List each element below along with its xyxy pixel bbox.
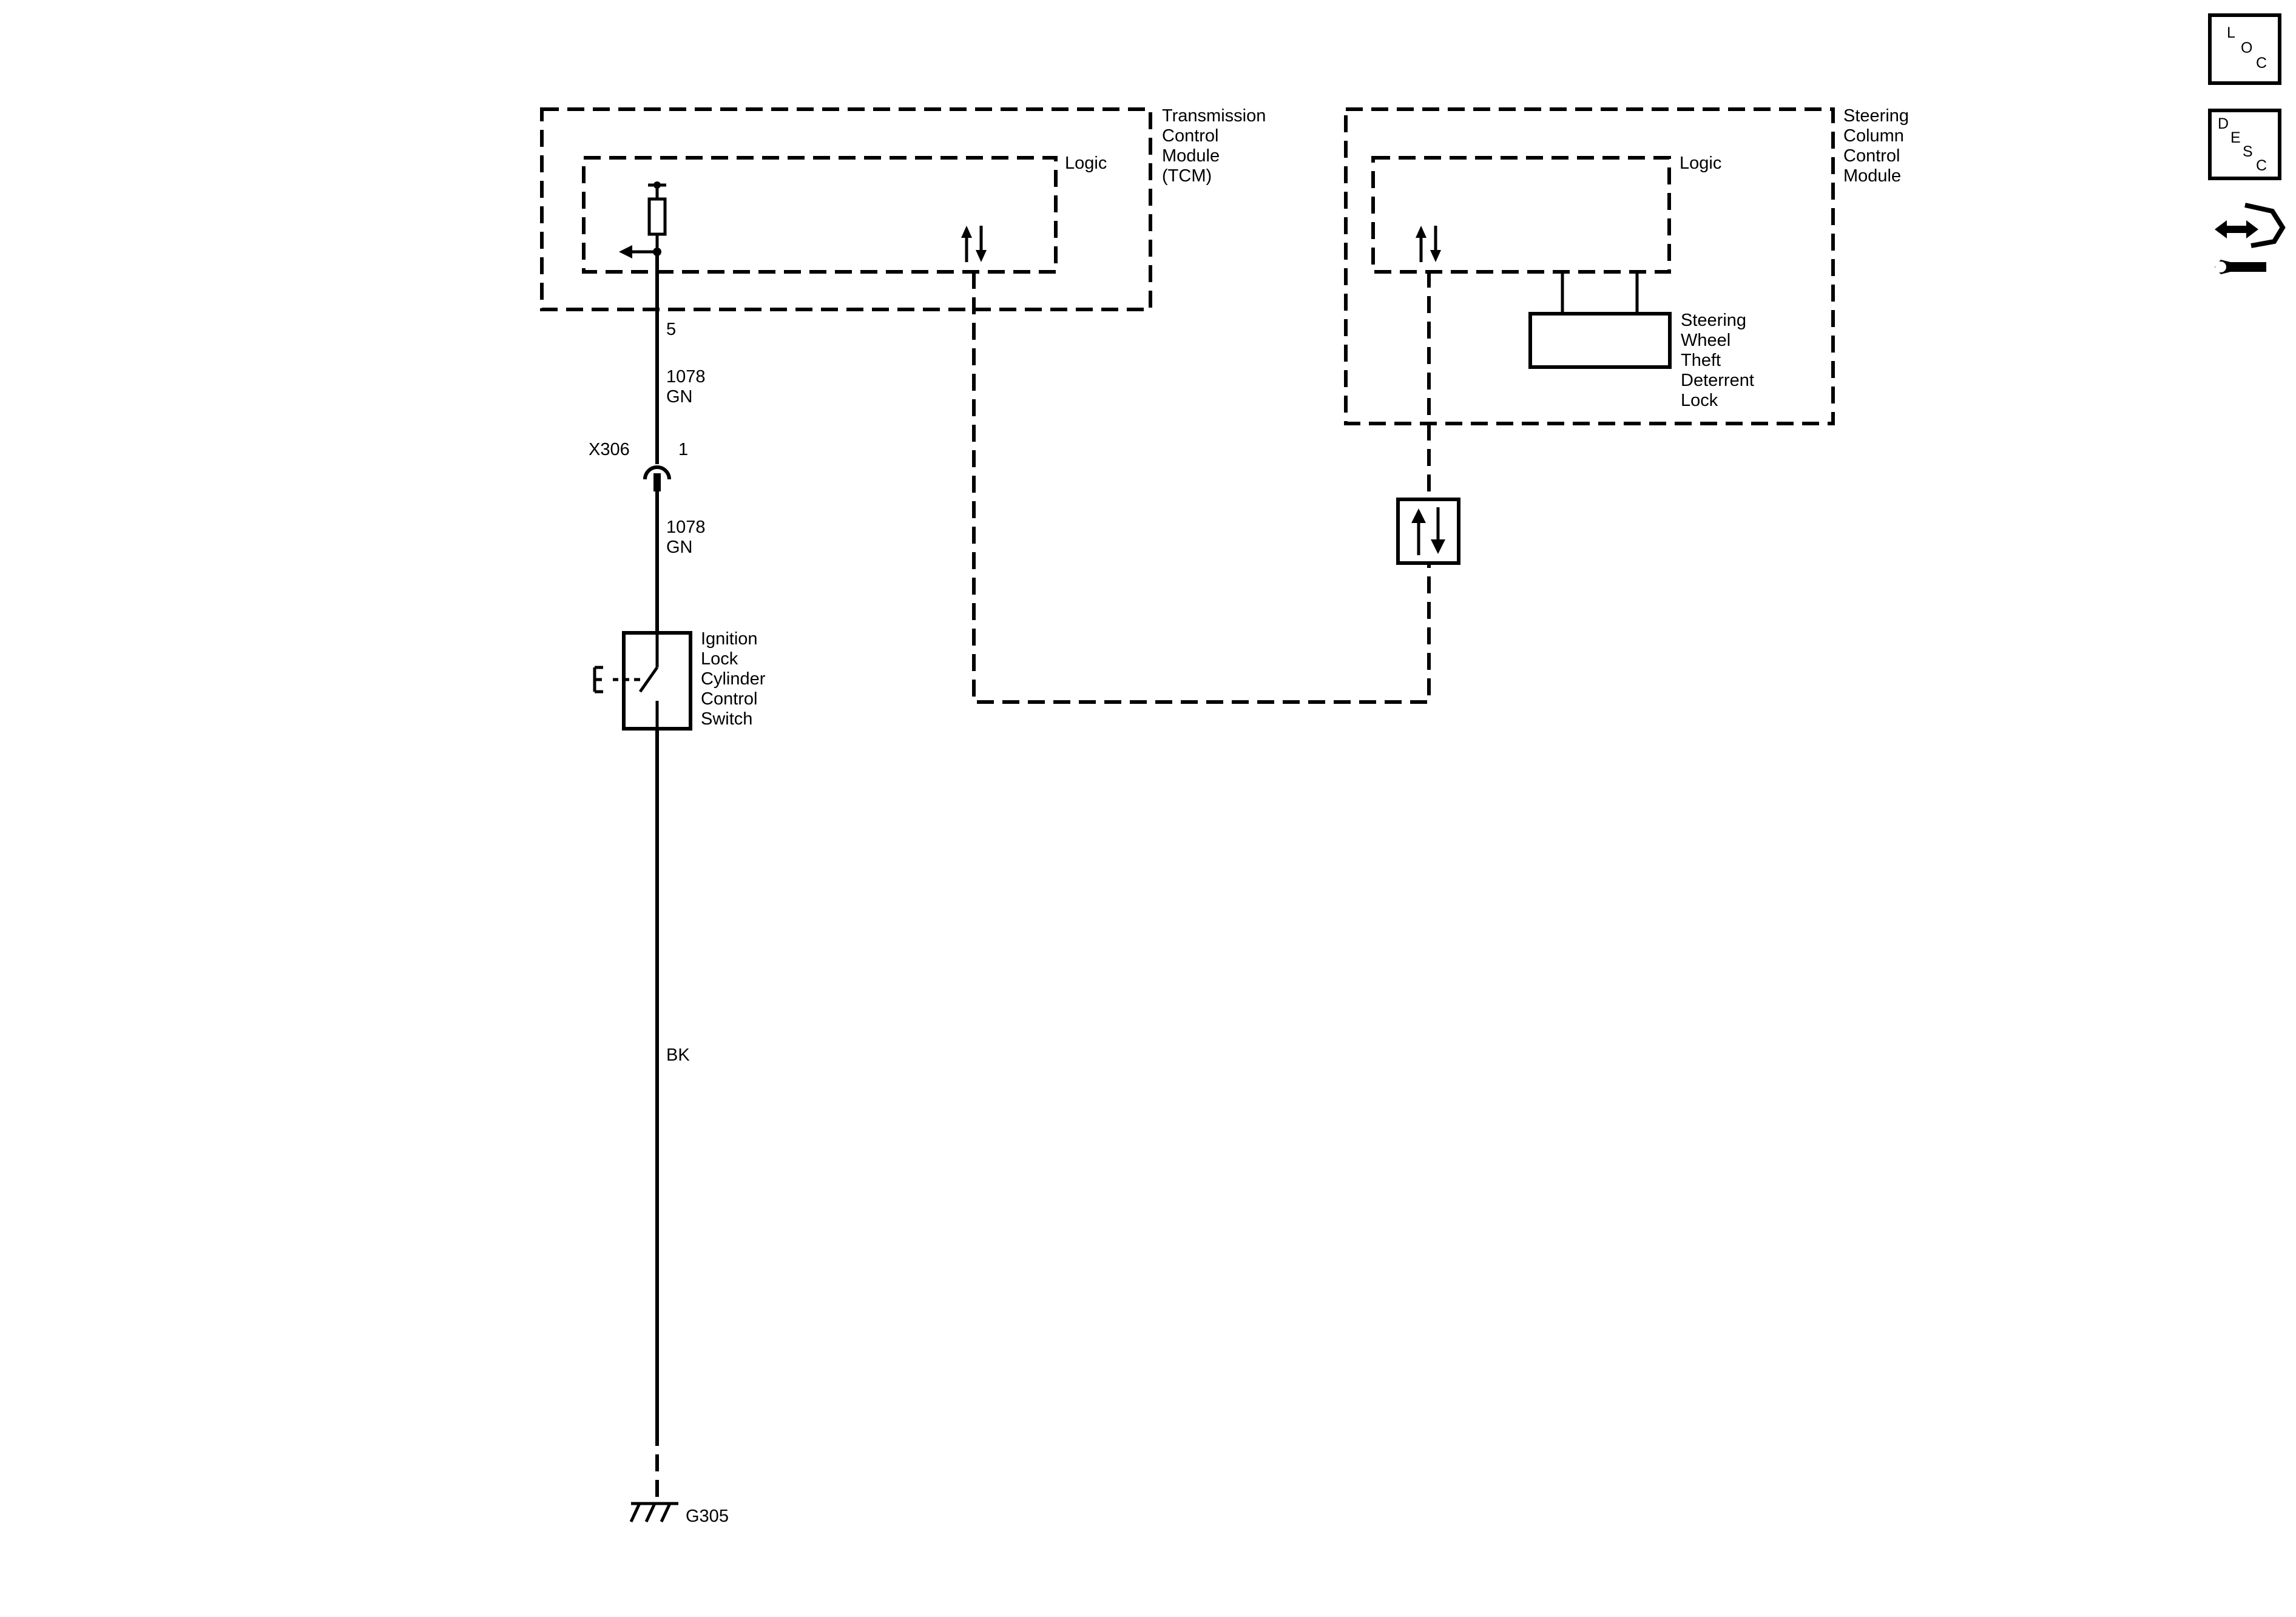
desc-letter-2: E [2230, 129, 2241, 146]
sccm-title: Steering Column Control Module [1843, 106, 1914, 186]
lower-wire-circuit: 1078 [666, 518, 706, 537]
loc-letter-2: O [2241, 39, 2252, 56]
ground-wire-color: BK [666, 1045, 690, 1065]
desc-letter-1: D [2218, 115, 2229, 132]
ignition-circuit: 1078 GN X306 1 1078 GN Ignition Lock Cyl… [589, 252, 770, 1526]
steering-wheel-lock-label: Steering Wheel Theft Deterrent Lock [1681, 311, 1759, 410]
steering-wheel-lock-component[interactable] [1528, 312, 1672, 369]
ignition-switch-label: Ignition Lock Cylinder Control Switch [701, 629, 770, 729]
pullup-resistor-icon [619, 181, 667, 258]
tcm-outer-box [540, 107, 1152, 311]
desc-button[interactable]: D E S C [2208, 109, 2281, 180]
tcm-logic-box [582, 156, 1058, 274]
connector-name: X306 [589, 440, 630, 459]
upper-wire-color: GN [666, 387, 693, 407]
upper-wire-circuit: 1078 [666, 367, 706, 387]
sccm-data-arrows-icon [1416, 226, 1441, 262]
sccm-logic-box [1371, 156, 1671, 274]
tcm-data-arrows-icon [961, 226, 987, 262]
serial-data-symbol-icon [1396, 498, 1460, 565]
connector-x306-icon[interactable] [643, 465, 671, 491]
connector-tool-icon[interactable] [2215, 203, 2286, 274]
sccm-outer-box [1344, 107, 1835, 425]
sccm-module[interactable]: Logic Steering Column Control Module Ste… [1344, 106, 1914, 425]
connector-pin: 1 [678, 440, 688, 459]
tcm-pin-5: 5 [666, 320, 676, 339]
lower-wire-color: GN [666, 538, 693, 557]
loc-letter-1: L [2227, 24, 2235, 41]
ground-name: G305 [686, 1507, 729, 1526]
loc-letter-3: C [2256, 55, 2267, 72]
serial-data-wire [972, 272, 1431, 704]
desc-letter-4: C [2256, 157, 2267, 174]
loc-button[interactable]: L O C [2208, 13, 2281, 85]
tcm-module[interactable]: Logic Transmission Control Module (TCM) … [540, 106, 1271, 339]
tcm-logic-label: Logic [1065, 154, 1107, 173]
tcm-title: Transmission Control Module (TCM) [1162, 106, 1271, 186]
ignition-switch-icon[interactable] [593, 631, 692, 731]
serial-data-link [972, 272, 1460, 704]
sccm-logic-label: Logic [1680, 154, 1721, 173]
desc-letter-3: S [2243, 143, 2253, 160]
ground-symbol-icon [629, 1502, 678, 1523]
